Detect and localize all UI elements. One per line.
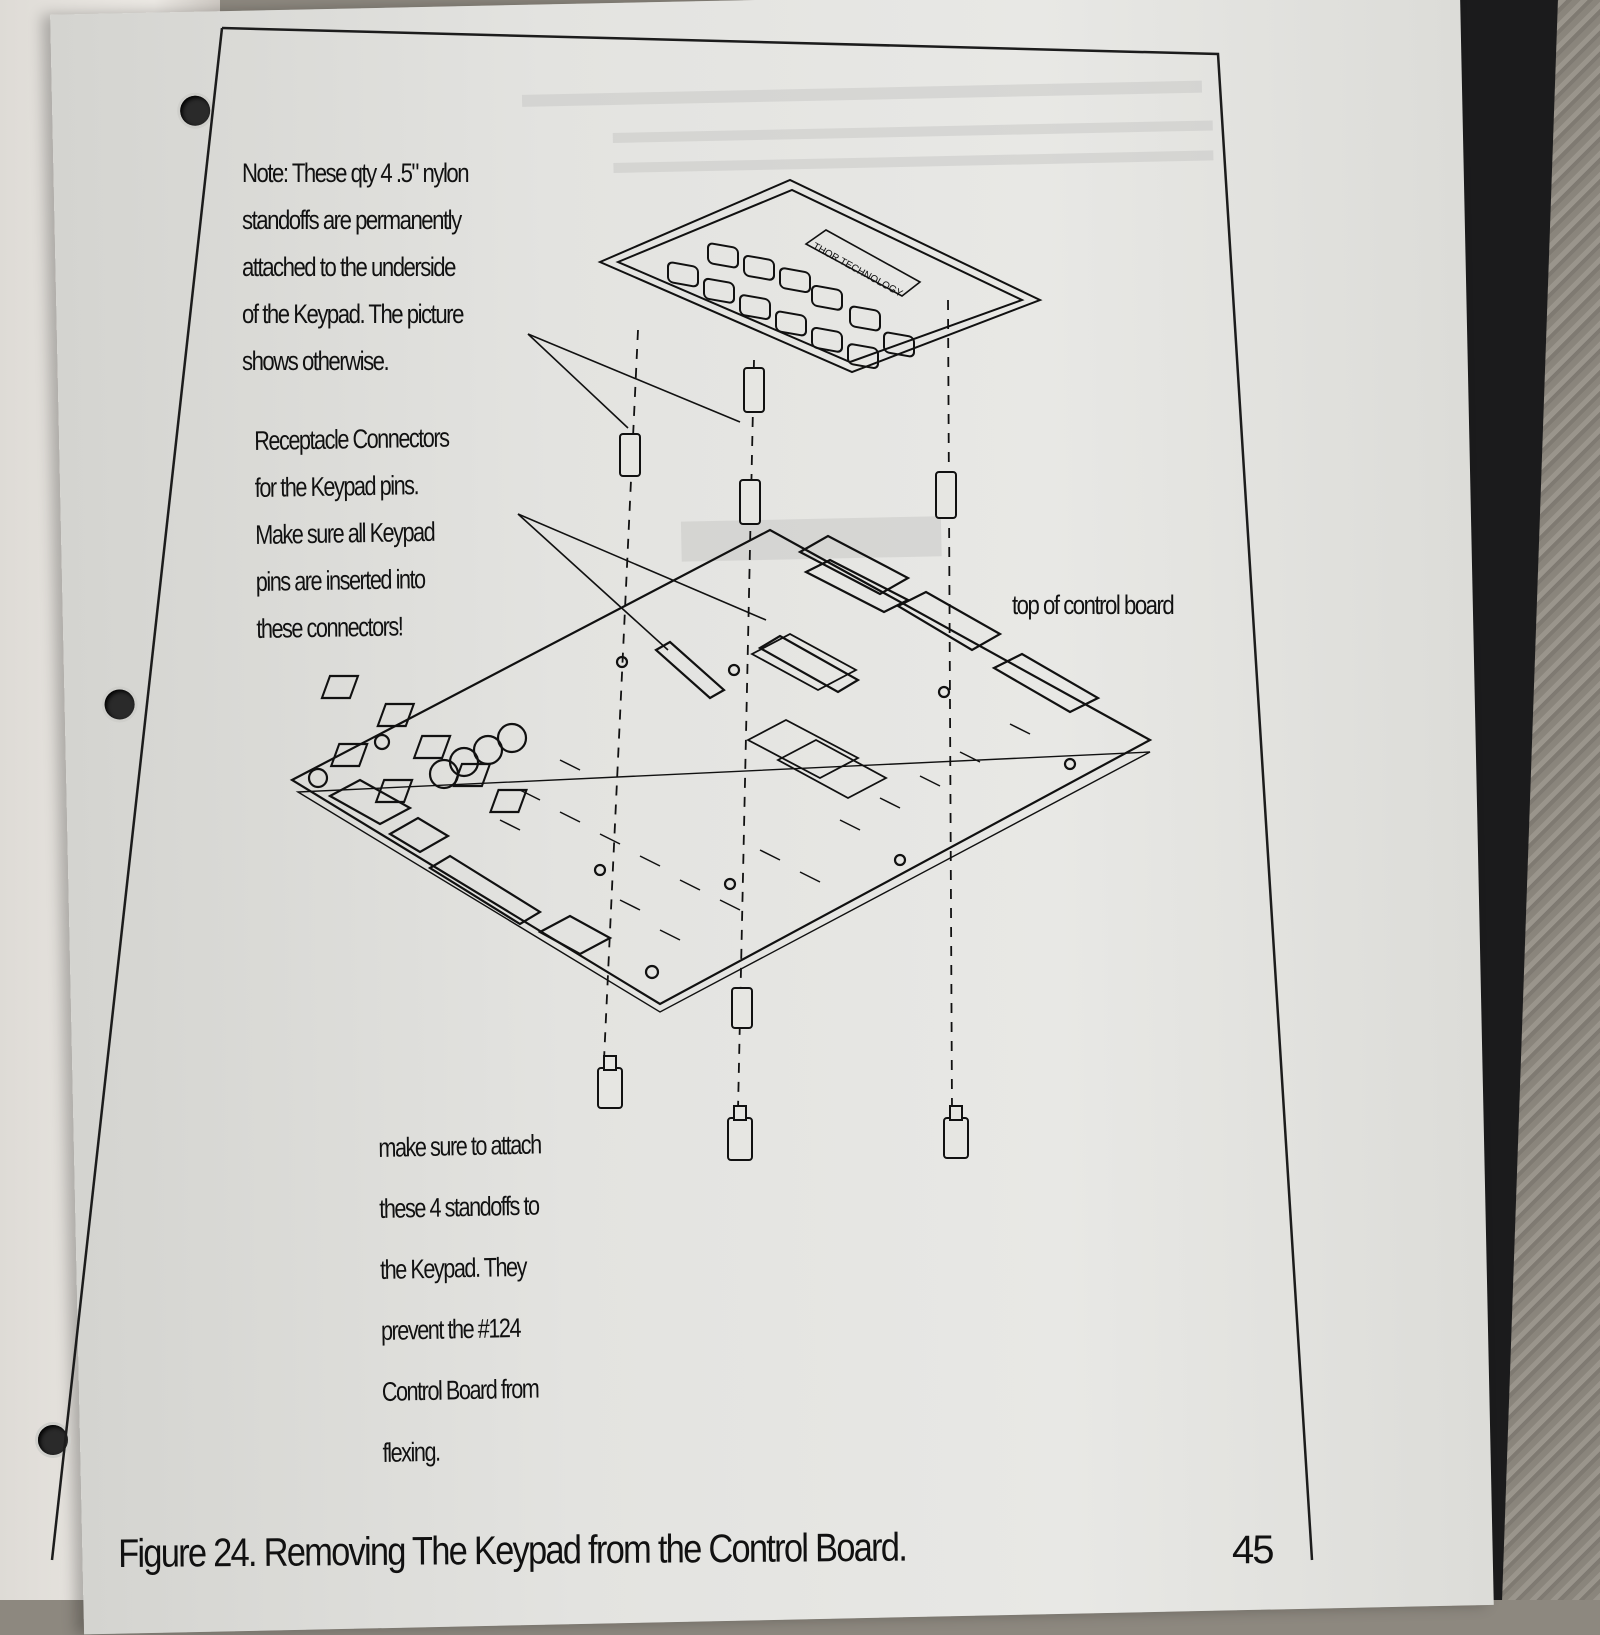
- standoff-icon: [731, 987, 753, 1029]
- note-receptacle-connectors: Receptacle Connectors for the Keypad pin…: [254, 422, 449, 644]
- standoff-icon: [597, 1067, 623, 1109]
- control-board: [289, 528, 1153, 1013]
- board-edge-connector: [427, 854, 543, 926]
- standoff-icon: [619, 433, 641, 477]
- keypad-buttons: [667, 242, 915, 370]
- page-number: 45: [1232, 1528, 1274, 1572]
- keypad-receptacle-connector: [757, 634, 861, 694]
- keypad-receptacle-connector: [654, 640, 726, 700]
- ic-chip: [776, 738, 888, 800]
- keypad-inner-border: [615, 188, 1025, 364]
- note-standoffs-permanent: Note: These qty 4 .5" nylon standoffs ar…: [242, 158, 470, 376]
- standoff-icon: [943, 1117, 969, 1159]
- standoff-icon: [733, 1105, 747, 1121]
- standoff-icon: [727, 1117, 753, 1161]
- note-attach-standoffs: make sure to attach these 4 standoffs to…: [378, 1129, 541, 1468]
- leader-lines: [517, 333, 767, 651]
- ic-chip: [750, 632, 858, 692]
- standoff-icon: [603, 1055, 617, 1071]
- figure-caption: Figure 24. Removing The Keypad from the …: [118, 1525, 907, 1576]
- page-frame-left: [50, 27, 224, 1561]
- lower-standoffs: [597, 987, 969, 1161]
- keypad-assembly: [597, 178, 1043, 374]
- standoff-icon: [949, 1105, 963, 1121]
- ic-chip: [746, 718, 860, 780]
- label-top-of-control-board: top of control board: [1012, 590, 1175, 620]
- page-frame-right: [221, 26, 1314, 1561]
- keypad-brand-label: THOR TECHNOLOGY: [811, 241, 905, 300]
- standoff-icon: [739, 479, 761, 525]
- board-connector: [991, 652, 1101, 714]
- board-connector: [895, 590, 1003, 652]
- figure-drawing: THOR TECHNOLOGY: [50, 26, 1314, 1561]
- board-connector: [797, 534, 911, 596]
- board-outline: [289, 528, 1153, 1006]
- standoff-icon: [743, 367, 765, 413]
- board-edge: [295, 751, 1151, 1013]
- standoff-icon: [935, 471, 957, 519]
- alignment-dashes: [603, 299, 953, 1111]
- upper-standoffs: [619, 367, 957, 525]
- keypad-outline: [597, 178, 1043, 374]
- keypad-label-plate: [804, 229, 922, 297]
